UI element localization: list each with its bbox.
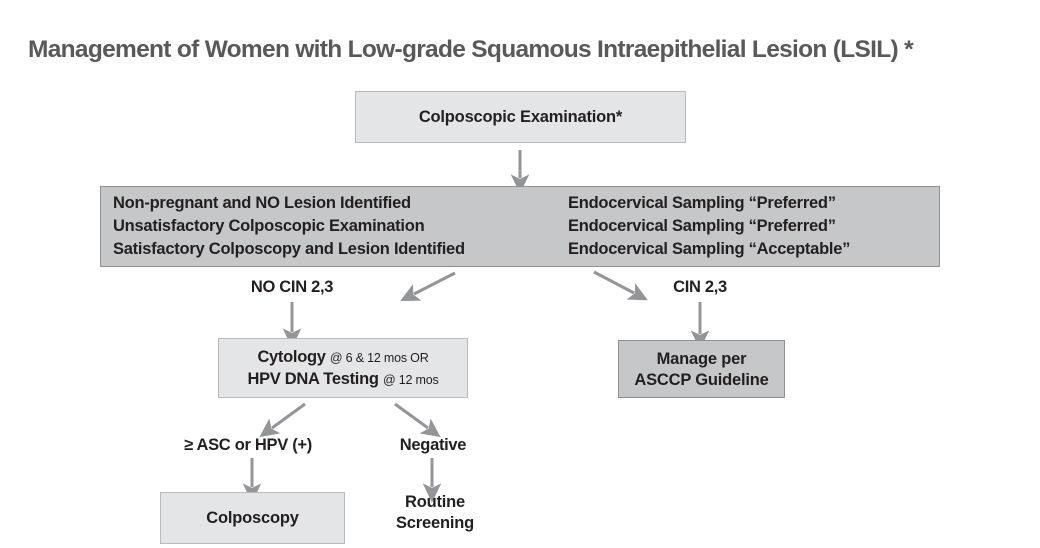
- edge-label-negative: Negative: [399, 436, 467, 454]
- cytology-main-1: Cytology: [257, 348, 326, 366]
- edge-label-cin-23: CIN 2,3: [673, 278, 727, 296]
- table-row: Satisfactory Colposcopy and Lesion Ident…: [101, 238, 939, 261]
- page-title: Management of Women with Low-grade Squam…: [28, 36, 914, 63]
- arrow-findings-to-no-cin: [400, 271, 456, 302]
- node-colposcopic-examination-label: Colposcopic Examination*: [418, 107, 623, 126]
- node-colposcopy-label: Colposcopy: [206, 508, 299, 527]
- findings-recommendation: Endocervical Sampling “Acceptable”: [568, 240, 851, 258]
- manage-line-1: Manage per: [656, 350, 747, 368]
- edge-label-asc-or-hpv-positive: ≥ ASC or HPV (+): [184, 436, 312, 454]
- node-colposcopic-examination[interactable]: Colposcopic Examination*: [355, 91, 686, 143]
- arrow-findings-to-cin: [593, 270, 648, 301]
- findings-recommendation: Endocervical Sampling “Preferred”: [568, 217, 836, 235]
- cytology-line-1: Cytology @ 6 & 12 mos OR: [219, 346, 467, 368]
- table-row: Non-pregnant and NO Lesion Identified En…: [101, 192, 939, 215]
- cytology-note-2: @ 12 mos: [382, 373, 439, 387]
- cytology-main-2: HPV DNA Testing: [247, 370, 379, 388]
- findings-condition: Unsatisfactory Colposcopic Examination: [113, 217, 425, 235]
- arrow-cytology-to-negative: [394, 402, 441, 438]
- node-findings-table[interactable]: Non-pregnant and NO Lesion Identified En…: [100, 186, 940, 267]
- node-routine-screening: Routine Screening: [355, 492, 515, 534]
- edge-label-no-cin-23: NO CIN 2,3: [250, 278, 334, 296]
- findings-condition: Satisfactory Colposcopy and Lesion Ident…: [113, 240, 465, 258]
- manage-line-2: ASCCP Guideline: [634, 371, 769, 389]
- routine-screening-line-1: Routine: [404, 493, 465, 511]
- table-row: Unsatisfactory Colposcopic Examination E…: [101, 215, 939, 238]
- node-manage-per-asccp-guideline[interactable]: Manage per ASCCP Guideline: [618, 340, 785, 398]
- cytology-note-1: @ 6 & 12 mos OR: [329, 351, 429, 365]
- arrow-cytology-to-asc: [259, 402, 306, 438]
- node-colposcopy[interactable]: Colposcopy: [160, 492, 345, 544]
- routine-screening-line-2: Screening: [396, 514, 474, 532]
- cytology-line-2: HPV DNA Testing @ 12 mos: [219, 368, 467, 390]
- findings-recommendation: Endocervical Sampling “Preferred”: [568, 194, 836, 212]
- node-cytology-hpv-testing[interactable]: Cytology @ 6 & 12 mos OR HPV DNA Testing…: [218, 338, 468, 398]
- findings-condition: Non-pregnant and NO Lesion Identified: [113, 194, 411, 212]
